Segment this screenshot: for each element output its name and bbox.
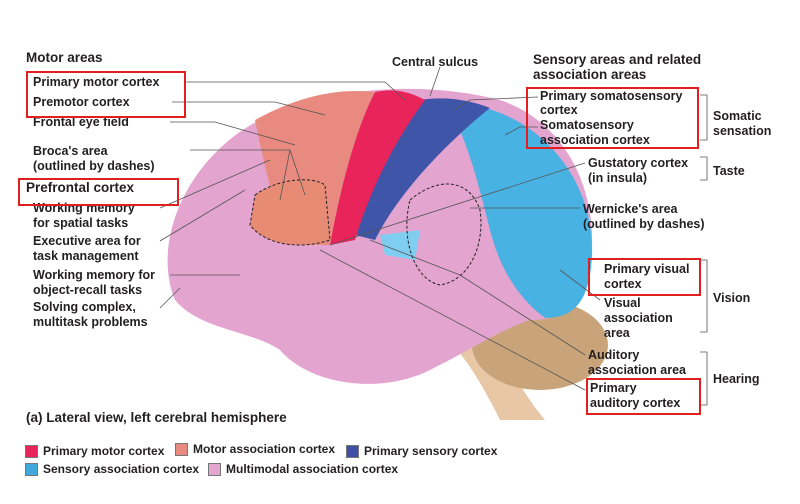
prefrontal-cortex-label: Prefrontal cortex	[26, 180, 135, 195]
wm-object-label-2: object-recall tasks	[33, 283, 143, 297]
central-sulcus-label: Central sulcus	[392, 55, 479, 69]
somatic-group-1: Somatic	[713, 109, 762, 123]
solving-label-2: multitask problems	[33, 315, 148, 329]
legend-primary-motor: Primary motor cortex	[25, 444, 164, 458]
somatosensory-label-2: cortex	[540, 103, 578, 117]
hearing-group: Hearing	[713, 372, 760, 386]
legend-swatch	[346, 444, 359, 458]
primary-auditory-label-1: Primary	[590, 381, 637, 395]
somato-assoc-label-2: association cortex	[540, 133, 650, 147]
wernicke-label-2: (outlined by dashes)	[583, 217, 705, 231]
legend-label: Primary motor cortex	[43, 444, 165, 458]
primary-auditory-label-2: auditory cortex	[590, 396, 681, 410]
solving-label-1: Solving complex,	[33, 300, 136, 314]
somatosensory-label-1: Primary somatosensory	[540, 89, 683, 103]
frontal-eye-field-label: Frontal eye field	[33, 115, 129, 129]
legend-swatch	[25, 462, 38, 476]
taste-group: Taste	[713, 164, 745, 178]
motor-areas-heading: Motor areas	[26, 50, 103, 65]
visual-assoc-label-3: area	[604, 326, 630, 340]
leader-lines	[159, 66, 708, 406]
somato-assoc-label-1: Somatosensory	[540, 118, 634, 132]
primary-visual-label-1: Primary visual	[604, 262, 690, 276]
visual-assoc-label-1: Visual	[604, 296, 641, 310]
somatic-group-2: sensation	[713, 124, 772, 138]
premotor-cortex-label: Premotor cortex	[33, 95, 130, 109]
gustatory-label-2: (in insula)	[588, 171, 648, 185]
highlight-box-prefrontal	[18, 178, 179, 206]
legend-sensory-association: Sensory association cortex	[25, 462, 199, 476]
legend-label: Motor association cortex	[193, 442, 336, 456]
legend-motor-association: Motor association cortex	[175, 442, 335, 456]
auditory-assoc-label-1: Auditory	[588, 348, 640, 362]
legend-swatch	[208, 462, 221, 476]
legend-primary-sensory: Primary sensory cortex	[346, 444, 497, 458]
primary-sensory-band	[355, 98, 490, 240]
legend-label: Sensory association cortex	[43, 462, 200, 476]
executive-label-2: task management	[33, 249, 139, 263]
wernicke-area-outline	[406, 183, 482, 286]
visual-assoc-label-2: association	[604, 311, 673, 325]
legend-label: Primary sensory cortex	[364, 444, 498, 458]
legend-swatch	[175, 442, 188, 456]
auditory-assoc-label-2: association area	[588, 363, 686, 377]
legend-label: Multimodal association cortex	[226, 462, 399, 476]
primary-motor-cortex-label: Primary motor cortex	[33, 75, 160, 89]
highlight-box-auditory	[586, 378, 701, 415]
vision-group: Vision	[713, 291, 751, 305]
sensory-heading-line2: association areas	[533, 67, 647, 82]
broca-label-1: Broca's area	[33, 144, 108, 158]
broca-label-2: (outlined by dashes)	[33, 159, 155, 173]
broca-area-outline	[249, 179, 331, 246]
sensory-association-region	[455, 105, 593, 318]
gustatory-label-1: Gustatory cortex	[588, 156, 689, 170]
primary-visual-label-2: cortex	[604, 277, 642, 291]
highlight-box-somatosensory	[526, 87, 699, 149]
wernicke-label-1: Wernicke's area	[583, 202, 678, 216]
wernicke-blue-region	[380, 230, 420, 260]
sensory-heading-line1: Sensory areas and related	[533, 52, 702, 67]
wm-object-label-1: Working memory for	[33, 268, 156, 282]
legend-swatch	[25, 444, 38, 458]
figure-caption: (a) Lateral view, left cerebral hemisphe…	[26, 410, 287, 425]
highlight-box-motor	[26, 71, 186, 118]
primary-motor-band	[330, 90, 425, 245]
executive-label-1: Executive area for	[33, 234, 141, 248]
highlight-box-visual	[588, 258, 701, 296]
legend-multimodal-association: Multimodal association cortex	[208, 462, 398, 476]
wm-spatial-label-2: for spatial tasks	[33, 216, 129, 230]
